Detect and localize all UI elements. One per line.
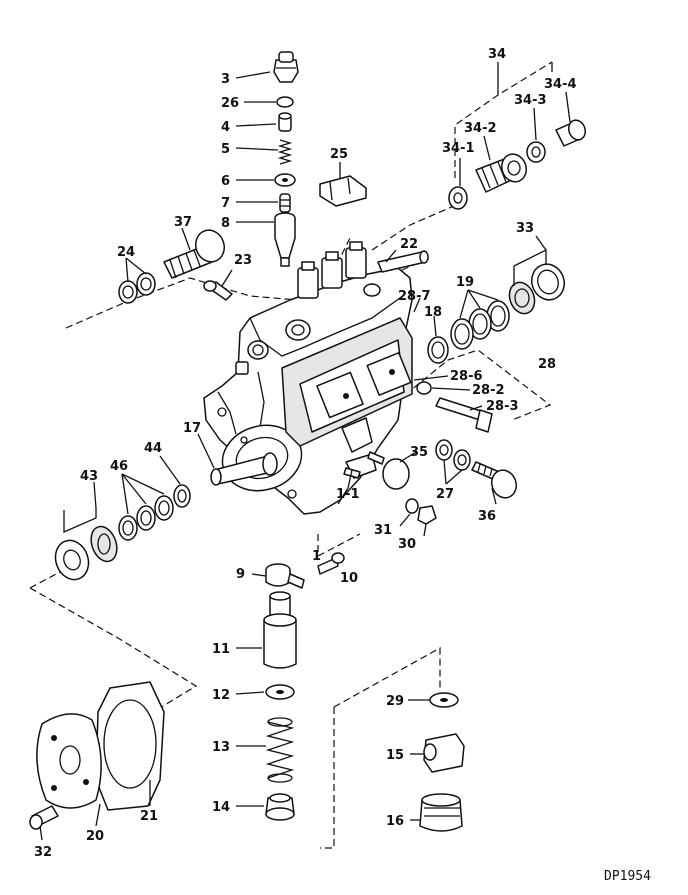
callout-35: 35 [410,445,428,460]
callout-17: 17 [183,421,201,436]
callout-43: 43 [80,469,98,484]
callout-28-2: 28-2 [472,383,505,398]
callout-19: 19 [456,275,474,290]
drive-gear-group [54,484,191,581]
lock-plate [319,175,367,207]
callout-20: 20 [86,829,104,844]
callout-26: 26 [221,96,239,111]
delivery-valve-stack [273,51,299,267]
callout-21: 21 [140,809,158,824]
callout-34: 34 [488,47,506,62]
callout-8: 8 [221,216,230,231]
callout-9: 9 [236,567,245,582]
callout-34-3: 34-3 [514,93,547,108]
callout-13: 13 [212,740,230,755]
callout-5: 5 [221,142,230,157]
governor-seals [427,263,565,364]
callout-28-7: 28-7 [398,289,431,304]
callout-37: 37 [174,215,192,230]
cover-bolt [416,381,493,433]
callout-24: 24 [117,245,135,260]
assembly-guide-lines [29,61,553,849]
callout-34-2: 34-2 [464,121,497,136]
callout-15: 15 [386,748,404,763]
lower-right-fasteners [343,439,518,525]
callout-46: 46 [110,459,128,474]
callout-32: 32 [34,845,52,860]
callout-12: 12 [212,688,230,703]
callout-11: 11 [212,642,230,657]
callout-labels: 3 26 4 5 6 7 8 25 37 24 23 22 34 34-4 34… [34,47,577,860]
callout-25: 25 [330,147,348,162]
callout-10: 10 [340,571,358,586]
flange-group [29,681,165,830]
callout-28-3: 28-3 [486,399,519,414]
callout-3: 3 [221,72,230,87]
callout-30: 30 [398,537,416,552]
callout-23: 23 [234,253,252,268]
callout-28-6: 28-6 [450,369,483,384]
stop-unit [448,119,587,210]
callout-6: 6 [221,174,230,189]
callout-7: 7 [221,196,230,211]
callout-18: 18 [424,305,442,320]
plunger-stack [263,552,345,821]
callout-27: 27 [436,487,454,502]
drawing-code: DP1954 [604,869,651,884]
callout-22: 22 [400,237,418,252]
callout-34-4: 34-4 [544,77,577,92]
callout-28: 28 [538,357,556,372]
callout-1: 1 [312,549,321,564]
callout-31: 31 [374,523,392,538]
drive-shaft [210,452,278,486]
callout-36: 36 [478,509,496,524]
callout-16: 16 [386,814,404,829]
callout-29: 29 [386,694,404,709]
callout-34-1: 34-1 [442,141,475,156]
control-rack [377,250,429,273]
callout-14: 14 [212,800,230,815]
leader-lines [39,62,571,841]
tappet-stack [419,692,465,832]
callout-1-1: 1-1 [336,487,360,502]
callout-44: 44 [144,441,162,456]
callout-33: 33 [516,221,534,236]
left-top-parts [118,229,233,304]
callout-4: 4 [221,120,230,135]
